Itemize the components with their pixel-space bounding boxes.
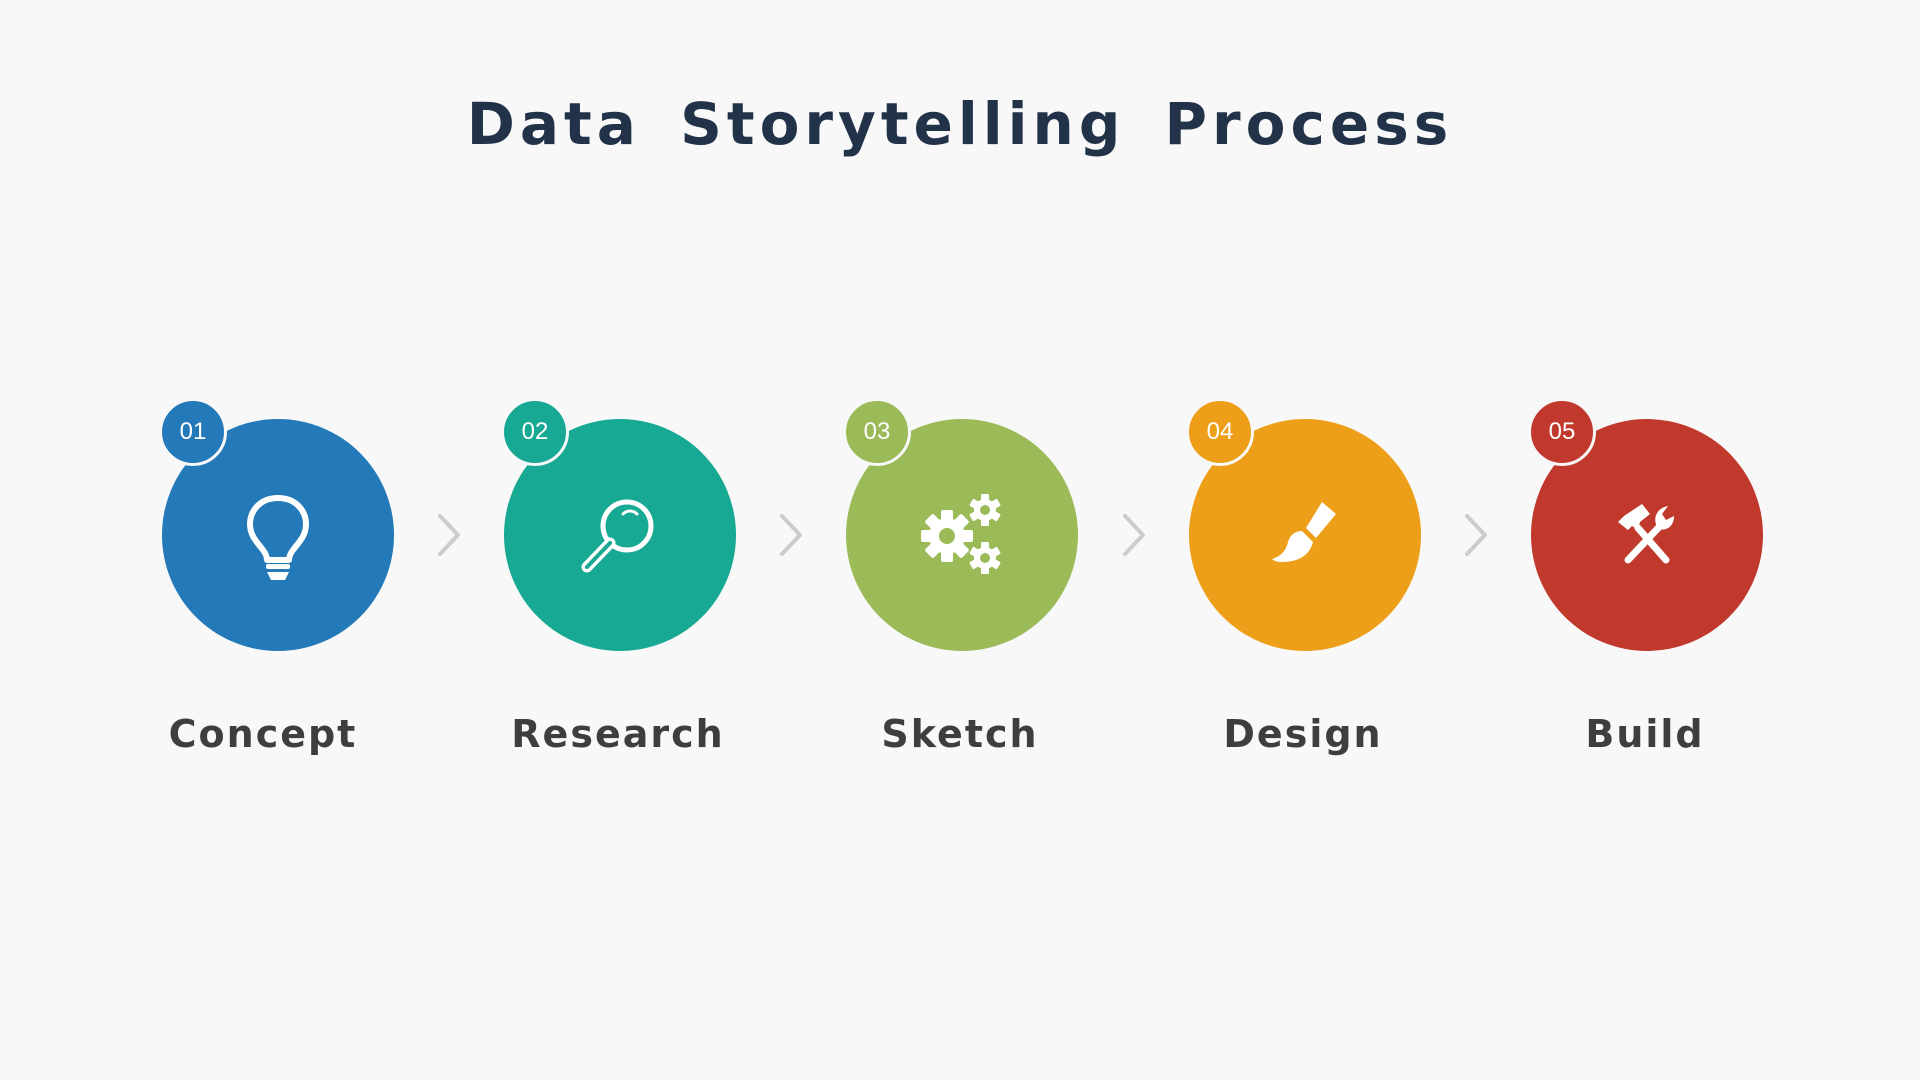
paintbrush-icon [1189, 419, 1421, 651]
step-label-sketch: Sketch [881, 712, 1039, 756]
step-number-badge: 01 [159, 398, 227, 466]
step-number-badge: 04 [1186, 398, 1254, 466]
step-concept: 01 [159, 398, 394, 651]
chevron-right-icon [1123, 514, 1145, 556]
lightbulb-icon [162, 419, 394, 651]
gears-icon [846, 419, 1078, 651]
step-number-badge: 05 [1528, 398, 1596, 466]
step-label-research: Research [511, 712, 725, 756]
step-number-badge: 02 [501, 398, 569, 466]
chevron-right-icon [1465, 514, 1487, 556]
step-label-build: Build [1585, 712, 1705, 756]
hammer-wrench-icon [1531, 419, 1763, 651]
step-label-design: Design [1223, 712, 1383, 756]
chevron-right-icon [780, 514, 802, 556]
step-research: 02 [501, 398, 736, 651]
magnifier-icon [504, 419, 736, 651]
step-number-badge: 03 [843, 398, 911, 466]
step-sketch: 03 [843, 398, 1078, 651]
step-label-concept: Concept [168, 712, 358, 756]
chevron-right-icon [438, 514, 460, 556]
step-design: 04 [1186, 398, 1421, 651]
diagram-title: Data Storytelling Process [466, 90, 1454, 158]
step-build: 05 [1528, 398, 1763, 651]
